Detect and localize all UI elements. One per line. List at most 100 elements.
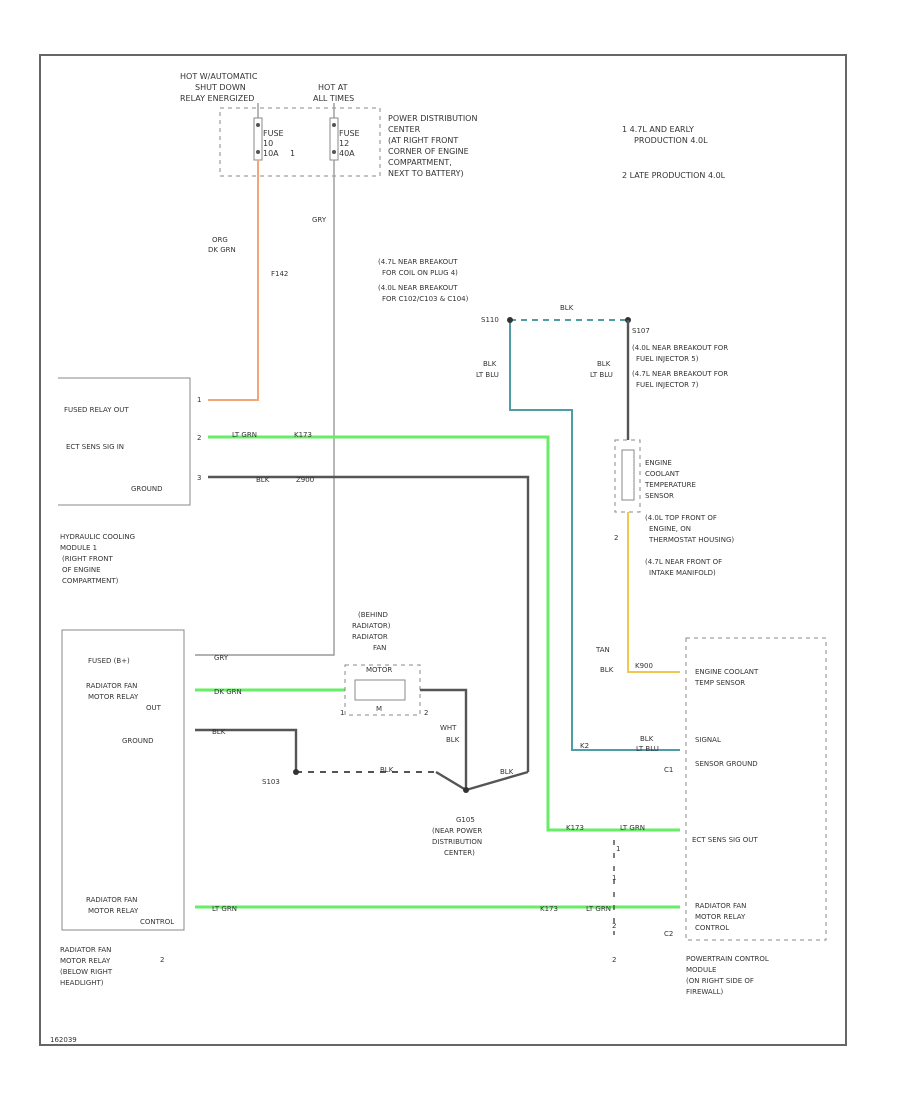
ground-g105-dot [463, 787, 469, 793]
pcm-ect-sens-sig-out: ECT SENS SIG OUT [692, 836, 758, 844]
divider-pin-c: 2 [612, 922, 616, 930]
ground-g105-l3: CENTER) [444, 849, 475, 857]
pcm-fan-ctrl-2: MOTOR RELAY [695, 913, 746, 921]
splice-note-2: FOR COIL ON PLUG 4) [382, 269, 458, 277]
wire-label-k173-2: K173 [566, 824, 584, 832]
wire-tan-blk [627, 512, 680, 673]
relay-control-3: CONTROL [140, 918, 174, 926]
divider-pin-a: 1 [616, 845, 620, 853]
ect-sensor-l9: INTAKE MANIFOLD) [649, 569, 716, 577]
relay-title-4: HEADLIGHT) [60, 979, 104, 987]
fuse-b-amp: 40A [339, 149, 355, 158]
relay-box [61, 629, 185, 931]
asd-label: HOT W/AUTOMATIC [180, 72, 258, 81]
pdc-dashed-box [219, 107, 381, 177]
radiator-fan-motor: (BEHIND RADIATOR) RADIATOR FAN MOTOR M 1… [340, 611, 428, 717]
wire-label-lt-grn: LT GRN [232, 431, 257, 439]
wire-blk-lt-blu [509, 320, 680, 751]
ground-g105: G105 [456, 816, 475, 824]
fan-motor-m: M [376, 705, 382, 713]
hcm-pin-3: 3 [197, 474, 201, 482]
wire-label-k173: K173 [294, 431, 312, 439]
wire-label-gry: GRY [312, 216, 327, 224]
pcm-fan-ctrl-1: RADIATOR FAN [695, 902, 746, 910]
legend-note-1b: PRODUCTION 4.0L [634, 136, 708, 145]
wire-label-blk-9: BLK [380, 766, 394, 774]
relay-control-2: MOTOR RELAY [88, 907, 139, 915]
fuse-b-symbol [329, 117, 339, 161]
wire-label-f142: F142 [271, 270, 288, 278]
fan-motor-pin1: 1 [340, 709, 344, 717]
fuse-a-term2 [256, 150, 260, 154]
splice-s103: S103 [262, 778, 280, 786]
wire-blk-z900 [208, 475, 530, 772]
injector-note-2: FUEL INJECTOR 5) [636, 355, 699, 363]
ect-sensor-l7: THERMOSTAT HOUSING) [648, 536, 734, 544]
relay-out-2: MOTOR RELAY [88, 693, 139, 701]
fan-motor-l2: RADIATOR) [352, 622, 391, 630]
wire-gry [195, 160, 335, 656]
hcm-ect-sens-sig-in: ECT SENS SIG IN [66, 443, 124, 451]
wire-label-blk-3: BLK [560, 304, 574, 312]
ground-g105-l2: DISTRIBUTION [432, 838, 482, 846]
relay-fused-b: FUSED (B+) [88, 657, 130, 665]
diagram-frame [39, 54, 847, 1046]
pcm-ect-temp-2: TEMP SENSOR [694, 679, 745, 687]
ect-sensor-l5: (4.0L TOP FRONT OF [645, 514, 717, 522]
fuse-b-num: 12 [339, 139, 349, 148]
fan-motor-l5: MOTOR [366, 666, 392, 674]
pcm-title-4: FIREWALL) [686, 988, 724, 996]
ect-sensor-element [621, 449, 635, 501]
pdc-label-3: (AT RIGHT FRONT [388, 136, 458, 145]
pcm-ect-temp-1: ENGINE COOLANT [695, 668, 759, 676]
ect-sensor-l8: (4.7L NEAR FRONT OF [645, 558, 722, 566]
wire-label-blk-8: BLK [212, 728, 226, 736]
fuse-a-symbol [253, 117, 263, 161]
wire-label-gry-2: GRY [214, 654, 229, 662]
fan-motor-l1: (BEHIND [358, 611, 388, 619]
wire-label-lt-blu: LT BLU [476, 371, 499, 379]
splice-s110: S110 [481, 316, 499, 324]
hydraulic-cooling-module: FUSED RELAY OUT ECT SENS SIG IN GROUND 1… [58, 377, 201, 585]
ect-sensor-pin: 2 [614, 534, 618, 542]
wire-label-blk-5: BLK [600, 666, 614, 674]
pcm-connector-c2: C2 [664, 930, 673, 938]
wire-label-lt-blu-3: LT BLU [590, 371, 613, 379]
wire-label-blk-7: BLK [446, 736, 460, 744]
diagram-id: 162039 [50, 1036, 77, 1044]
fuse-a-pin: 1 [290, 149, 295, 158]
wire-label-k900: K900 [635, 662, 653, 670]
ect-sensor-body [614, 439, 641, 513]
relay-out-3: OUT [146, 704, 162, 712]
wire-label-dk-grn: DK GRN [208, 246, 236, 254]
legend-note-1: 1 4.7L AND EARLY [622, 125, 694, 134]
hcm-title-1: HYDRAULIC COOLING [60, 533, 135, 541]
fuse-b-label: FUSE [339, 129, 360, 138]
relay-ground: GROUND [122, 737, 154, 745]
splice-s110-dot [507, 317, 513, 323]
pdc-label-4: CORNER OF ENGINE [388, 147, 469, 156]
asd-label-2: SHUT DOWN [195, 83, 246, 92]
wire-org-dk-grn [208, 160, 259, 401]
hot-at-label: HOT AT [318, 83, 348, 92]
pcm-dashed-box [685, 637, 827, 941]
splice-note-4: FOR C102/C103 & C104) [382, 295, 469, 303]
relay-title-2: MOTOR RELAY [60, 957, 111, 965]
injector-note-3: (4.7L NEAR BREAKOUT FOR [632, 370, 728, 378]
injector-note-1: (4.0L NEAR BREAKOUT FOR [632, 344, 728, 352]
ect-sensor-l1: ENGINE [645, 459, 672, 467]
relay-title-3: (BELOW RIGHT [60, 968, 113, 976]
splice-s107: S107 [632, 327, 650, 335]
wire-label-lt-grn-4: LT GRN [586, 905, 611, 913]
divider-pin-b: 1 [612, 874, 616, 882]
hcm-title-2: MODULE 1 [60, 544, 97, 552]
fuse-a-label: FUSE [263, 129, 284, 138]
splice-note-1: (4.7L NEAR BREAKOUT [378, 258, 458, 266]
wire-label-dk-grn-2: DK GRN [214, 688, 242, 696]
pcm-title-3: (ON RIGHT SIDE OF [686, 977, 754, 985]
ect-sensor-l2: COOLANT [645, 470, 680, 478]
hcm-box [58, 377, 191, 506]
fan-motor-pin2: 2 [424, 709, 428, 717]
pcm-sensor-ground: SENSOR GROUND [695, 760, 758, 768]
ect-sensor-l4: SENSOR [645, 492, 674, 500]
